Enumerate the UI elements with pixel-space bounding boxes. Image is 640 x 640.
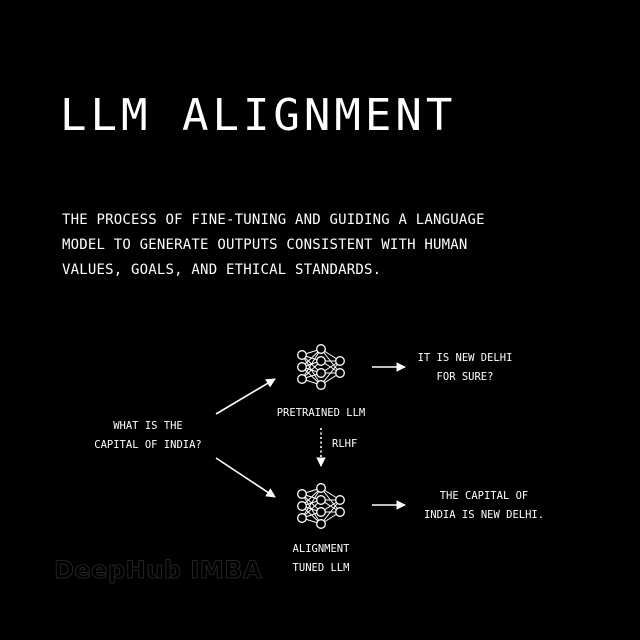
network-node — [335, 356, 345, 366]
network-connection — [301, 487, 322, 519]
definition-line: MODEL TO GENERATE OUTPUTS CONSISTENT WIT… — [62, 237, 468, 253]
network-node — [335, 507, 345, 517]
network-node — [335, 368, 345, 378]
network-node — [316, 507, 326, 517]
question-to-aligned-arrow — [215, 457, 276, 498]
page-title: LLM ALIGNMENT — [60, 90, 457, 141]
question-label: WHAT IS THE CAPITAL OF INDIA? — [94, 420, 202, 451]
network-node — [297, 362, 307, 372]
network-node — [316, 380, 326, 390]
network-node — [297, 489, 307, 499]
definition-text: THE PROCESS OF FINE-TUNING AND GUIDING A… — [62, 208, 582, 283]
question-to-pretrained-arrow — [215, 378, 276, 415]
rlhf-label: RLHF — [332, 438, 358, 450]
network-node — [297, 513, 307, 523]
network-node — [297, 374, 307, 384]
network-connection — [320, 360, 341, 386]
network-connection — [301, 348, 322, 380]
network-node — [335, 495, 345, 505]
definition-line: THE PROCESS OF FINE-TUNING AND GUIDING A… — [62, 212, 485, 228]
network-node — [316, 495, 326, 505]
pretrained-llm-network-icon — [297, 344, 345, 390]
network-node — [316, 356, 326, 366]
network-connection — [320, 499, 341, 525]
network-node — [316, 519, 326, 529]
aligned-llm-label: ALIGNMENT TUNED LLM — [292, 543, 350, 574]
network-node — [297, 501, 307, 511]
network-node — [316, 344, 326, 354]
pretrained-output-label: IT IS NEW DELHI FOR SURE? — [417, 352, 513, 383]
network-node — [316, 483, 326, 493]
definition-line: VALUES, GOALS, AND ETHICAL STANDARDS. — [62, 262, 382, 278]
pretrained-llm-label: PRETRAINED LLM — [276, 407, 366, 419]
aligned-output-label: THE CAPITAL OF INDIA IS NEW DELHI. — [423, 490, 545, 521]
watermark: DeepHub IMBA — [54, 556, 263, 585]
aligned-llm-network-icon — [297, 483, 345, 529]
network-node — [316, 368, 326, 378]
network-node — [297, 350, 307, 360]
